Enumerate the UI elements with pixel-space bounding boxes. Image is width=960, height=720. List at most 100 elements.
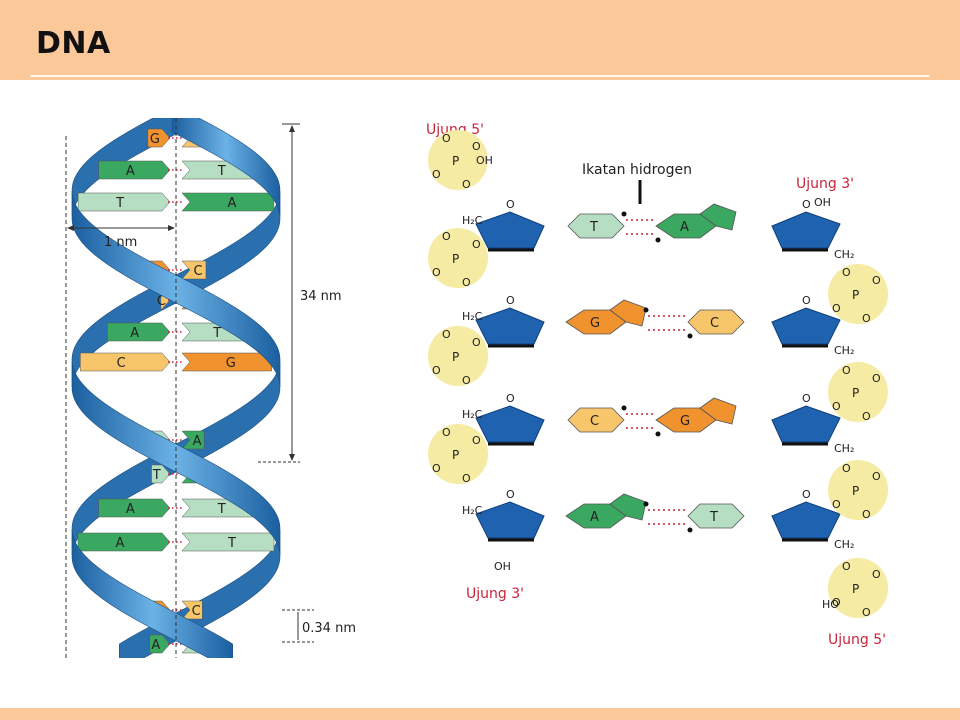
base-ring-T (567, 213, 625, 239)
deoxyribose-right (771, 405, 841, 443)
oxygen-label: O (442, 132, 451, 145)
base-C (80, 352, 171, 372)
base-label-C: C (192, 604, 201, 619)
base-A (181, 430, 205, 450)
base-A (98, 160, 171, 180)
oxygen-label: O (842, 364, 851, 377)
phosphorus-label: P (452, 154, 459, 168)
page-title: DNA (36, 26, 111, 61)
base-G (181, 352, 272, 372)
oxygen-label: O (432, 364, 441, 377)
h2c-label: H₂C (462, 214, 483, 227)
ring-oxygen-label: O (506, 392, 515, 405)
double-helix-diagram: GCATTAGCCGATCGTATAATATGCAT 1 nm 34 nm 0.… (65, 118, 356, 658)
oxygen-label: O (472, 238, 481, 251)
base-A (98, 498, 171, 518)
deoxyribose-left (475, 211, 545, 249)
phosphate-group-left (428, 228, 488, 288)
base-label-A: A (130, 326, 139, 341)
base-label-C: C (157, 294, 166, 309)
base-T (77, 192, 171, 212)
atom-dot (687, 527, 693, 533)
oh-label: OH (494, 560, 511, 573)
h2c-label: H₂C (462, 310, 483, 323)
oxygen-label: O (432, 266, 441, 279)
oxygen-label: O (472, 434, 481, 447)
label-5-prime-bottom: Ujung 5' (828, 632, 886, 648)
oxygen-label: O (842, 560, 851, 573)
width-arrow-right-head (168, 225, 175, 231)
atom-dot (621, 211, 627, 217)
oxygen-label: O (442, 328, 451, 341)
ch2-label: CH₂ (834, 538, 854, 551)
base-label-T: T (217, 164, 226, 179)
deoxyribose-left (475, 501, 545, 539)
phosphate-group-right (828, 460, 888, 520)
deoxyribose-left (475, 405, 545, 443)
base-T (151, 464, 171, 484)
footer-bar (0, 708, 960, 720)
phosphate-group-right (828, 264, 888, 324)
phosphate-group-left (428, 424, 488, 484)
base-A (181, 192, 275, 212)
base-label-G: G (590, 316, 600, 331)
oxygen-label: O (862, 312, 871, 325)
phosphorus-label: P (852, 386, 859, 400)
base-label-C: C (590, 414, 599, 429)
ring-oxygen-label: O (802, 198, 811, 211)
ch2-label: CH₂ (834, 442, 854, 455)
header-rule (30, 75, 930, 77)
oxygen-label: O (862, 410, 871, 423)
phosphorus-label: P (852, 288, 859, 302)
base-label-G: G (150, 132, 160, 147)
base-ring-C (687, 309, 745, 335)
phosphorus-label: P (852, 582, 859, 596)
pitch-arrow-bottom-head (289, 454, 295, 461)
width-arrow-left-head (67, 225, 74, 231)
oxygen-label: O (432, 462, 441, 475)
base-A (149, 634, 171, 654)
oxygen-label: O (472, 336, 481, 349)
oxygen-label: O (442, 230, 451, 243)
label-3-prime-bottom: Ujung 3' (466, 586, 524, 602)
ho-label: HO (822, 598, 839, 611)
oxygen-label: O (462, 472, 471, 485)
oxygen-label: O (872, 470, 881, 483)
oh-label: OH (476, 154, 493, 167)
atom-dot (655, 237, 661, 243)
base-A (107, 322, 171, 342)
base-label-T: T (212, 326, 221, 341)
base-label-C: C (193, 264, 202, 279)
oxygen-label: O (462, 374, 471, 387)
base-ring-C (567, 407, 625, 433)
oxygen-label: O (872, 274, 881, 287)
rise-label: 0.34 nm (302, 621, 356, 636)
oxygen-label: O (842, 462, 851, 475)
ring-oxygen-label: O (506, 198, 515, 211)
phosphate-group-right (828, 558, 888, 618)
oxygen-label: O (462, 276, 471, 289)
base-label-A: A (590, 510, 599, 525)
oxygen-label: O (832, 302, 841, 315)
deoxyribose-right (771, 501, 841, 539)
deoxyribose-right (771, 211, 841, 249)
helix-strand-a-segment (171, 118, 281, 217)
base-label-A: A (126, 502, 135, 517)
ring-oxygen-label: O (506, 294, 515, 307)
base-label-A: A (126, 164, 135, 179)
atom-dot (621, 405, 627, 411)
oxygen-label: O (862, 508, 871, 521)
oxygen-label: O (432, 168, 441, 181)
base-label-T: T (589, 220, 598, 235)
ring-oxygen-label: O (802, 294, 811, 307)
oxygen-label: O (442, 426, 451, 439)
hbond-label: Ikatan hidrogen (582, 162, 692, 178)
base-label-A: A (116, 536, 125, 551)
oxygen-label: O (872, 372, 881, 385)
base-label-T: T (217, 502, 226, 517)
h2c-label: H₂C (462, 504, 483, 517)
base-label-G: G (226, 356, 236, 371)
pitch-arrow-top-head (289, 125, 295, 132)
phosphate-group-left (428, 326, 488, 386)
oxygen-label: O (832, 400, 841, 413)
